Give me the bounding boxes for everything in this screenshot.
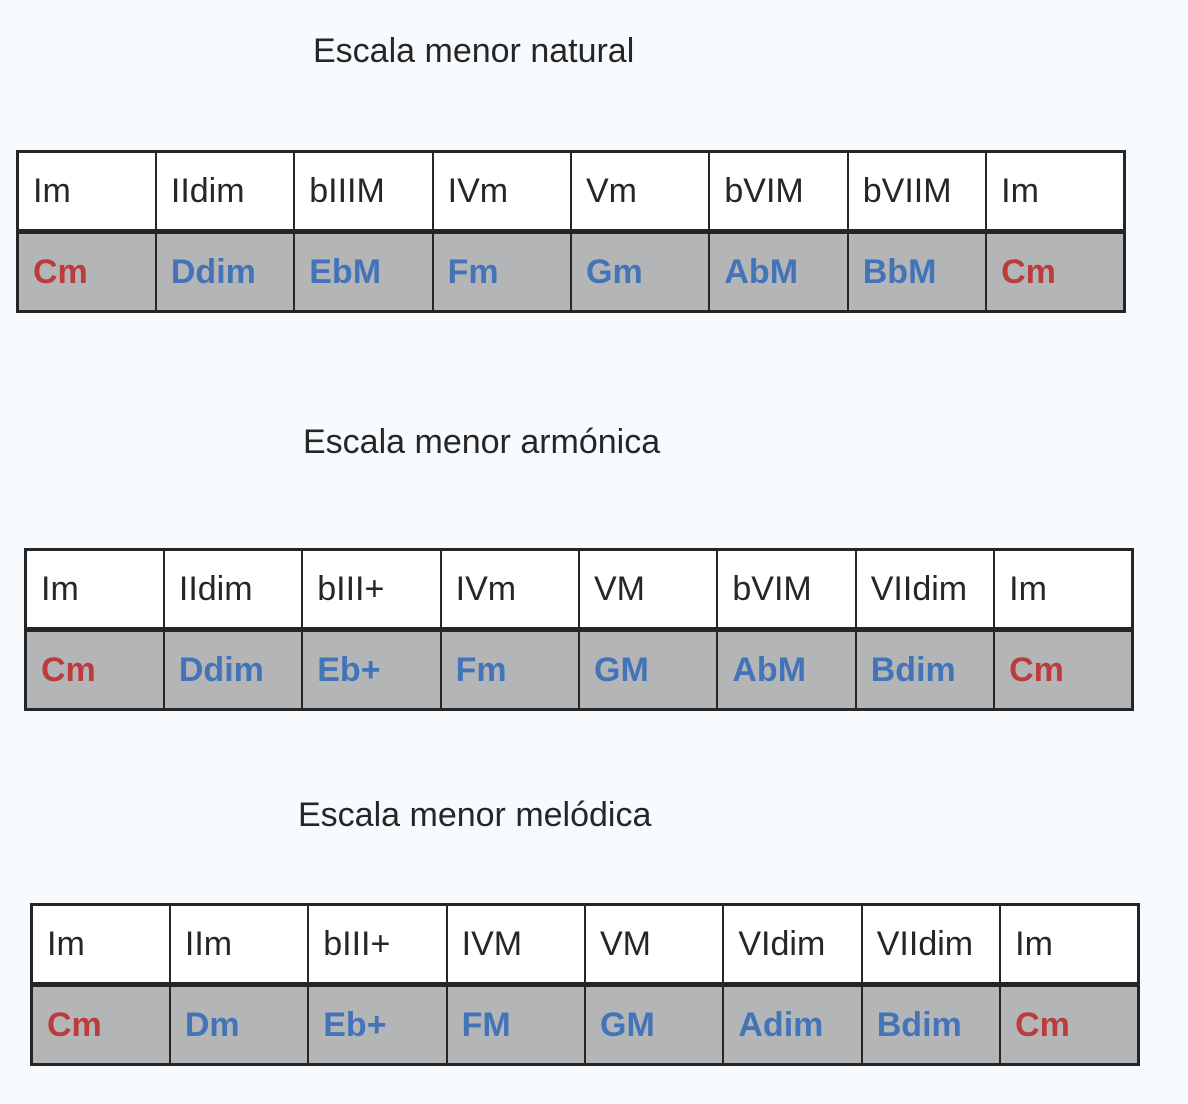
chord-cell: GM: [583, 983, 725, 1066]
chord-cell: EbM: [293, 230, 434, 313]
chord-cell: Fm: [431, 230, 573, 313]
chord-cell-tonic: Cm: [30, 983, 171, 1066]
chord-cell: AbM: [716, 628, 857, 711]
chord-cell: FM: [445, 983, 587, 1066]
scale-title: Escala menor melódica: [298, 796, 652, 834]
degree-cell: Im: [993, 548, 1134, 632]
chord-cell: Eb+: [307, 983, 448, 1066]
chord-row: Cm Dm Eb+ FM GM Adim Bdim Cm: [30, 983, 1140, 1066]
degree-cell: VIIdim: [854, 548, 996, 632]
chord-cell: Fm: [439, 628, 581, 711]
chord-cell: Bdim: [860, 983, 1002, 1066]
chord-cell: Gm: [569, 230, 711, 313]
degree-row: Im IIdim bIIIM IVm Vm bVIM bVIIM Im: [16, 150, 1126, 234]
degree-cell: bVIM: [708, 150, 849, 234]
chord-cell: GM: [577, 628, 719, 711]
scale-title: Escala menor natural: [313, 32, 635, 70]
scale-table-melodic: Im IIm bIII+ IVM VM VIdim VIIdim Im Cm D…: [30, 903, 1140, 1066]
chord-row: Cm Ddim Eb+ Fm GM AbM Bdim Cm: [24, 628, 1134, 711]
degree-cell: VIIdim: [860, 903, 1002, 987]
degree-cell: bVIM: [716, 548, 857, 632]
degree-cell: VIdim: [722, 903, 863, 987]
degree-cell: IVm: [439, 548, 581, 632]
chord-cell-tonic: Cm: [993, 628, 1134, 711]
chord-cell: Dm: [168, 983, 310, 1066]
scale-table-natural: Im IIdim bIIIM IVm Vm bVIM bVIIM Im Cm D…: [16, 150, 1126, 313]
chord-cell-tonic: Cm: [16, 230, 157, 313]
degree-cell: bIIIM: [293, 150, 434, 234]
degree-cell: Im: [999, 903, 1140, 987]
degree-cell: Vm: [569, 150, 711, 234]
degree-cell: Im: [30, 903, 171, 987]
degree-cell: IVm: [431, 150, 573, 234]
chord-cell-tonic: Cm: [985, 230, 1126, 313]
chord-cell: Eb+: [301, 628, 442, 711]
chord-cell-tonic: Cm: [24, 628, 165, 711]
degree-cell: VM: [577, 548, 719, 632]
degree-cell: IIdim: [162, 548, 304, 632]
degree-row: Im IIdim bIII+ IVm VM bVIM VIIdim Im: [24, 548, 1134, 632]
degree-cell: Im: [24, 548, 165, 632]
degree-row: Im IIm bIII+ IVM VM VIdim VIIdim Im: [30, 903, 1140, 987]
chord-cell-tonic: Cm: [999, 983, 1140, 1066]
degree-cell: bIII+: [301, 548, 442, 632]
chord-cell: Ddim: [162, 628, 304, 711]
chord-cell: Ddim: [154, 230, 296, 313]
chord-cell: Adim: [722, 983, 863, 1066]
chord-row: Cm Ddim EbM Fm Gm AbM BbM Cm: [16, 230, 1126, 313]
degree-cell: IIdim: [154, 150, 296, 234]
scale-table-harmonic: Im IIdim bIII+ IVm VM bVIM VIIdim Im Cm …: [24, 548, 1134, 711]
chord-cell: Bdim: [854, 628, 996, 711]
degree-cell: Im: [985, 150, 1126, 234]
degree-cell: IIm: [168, 903, 310, 987]
degree-cell: IVM: [445, 903, 587, 987]
scale-title: Escala menor armónica: [303, 423, 661, 461]
chord-cell: BbM: [846, 230, 988, 313]
chord-cell: AbM: [708, 230, 849, 313]
degree-cell: Im: [16, 150, 157, 234]
degree-cell: bVIIM: [846, 150, 988, 234]
degree-cell: bIII+: [307, 903, 448, 987]
degree-cell: VM: [583, 903, 725, 987]
